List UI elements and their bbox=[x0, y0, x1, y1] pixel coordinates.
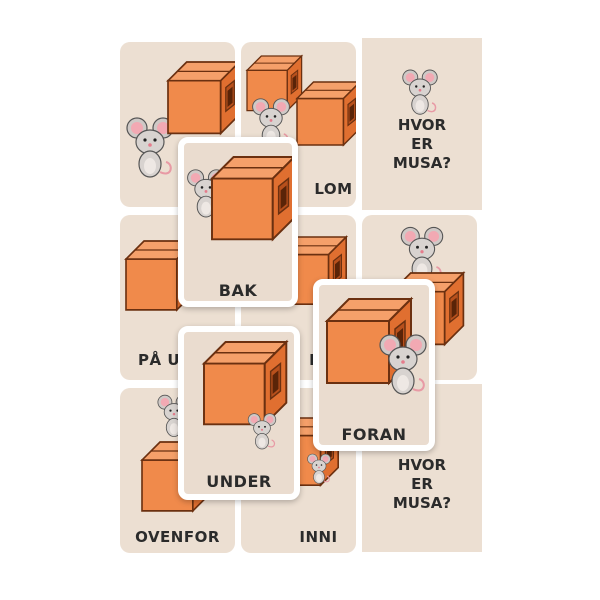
box-illustration bbox=[296, 81, 356, 146]
mouse-illustration bbox=[379, 334, 427, 395]
card-label: FORAN bbox=[341, 425, 407, 444]
box-illustration bbox=[167, 61, 235, 135]
mouse-illustration bbox=[402, 69, 438, 115]
box-illustration bbox=[141, 441, 212, 512]
card-label: OVENFOR bbox=[135, 528, 220, 546]
mouse-illustration bbox=[251, 98, 291, 147]
mouse-illustration bbox=[157, 394, 191, 438]
card-label: PÅ UT bbox=[138, 351, 191, 369]
mouse-illustration bbox=[126, 117, 174, 178]
mouse-illustration bbox=[307, 453, 331, 484]
card-bak[interactable]: BAK bbox=[178, 137, 298, 307]
box-illustration bbox=[211, 156, 292, 241]
box-illustration bbox=[203, 341, 288, 426]
card-label: BAK bbox=[218, 281, 258, 300]
box-illustration bbox=[326, 298, 412, 384]
mouse-illustration bbox=[186, 169, 226, 218]
box-illustration bbox=[125, 240, 196, 311]
card-label: INNI bbox=[299, 528, 338, 546]
card-label: UNDER bbox=[206, 472, 272, 491]
box-illustration bbox=[246, 55, 303, 112]
mouse-illustration bbox=[400, 226, 444, 282]
card-under[interactable]: UNDER bbox=[178, 326, 300, 500]
box-illustration bbox=[391, 272, 465, 346]
mouse-illustration bbox=[247, 413, 277, 450]
card-label: LOM bbox=[314, 180, 353, 198]
card-foran[interactable]: FORAN bbox=[313, 279, 435, 451]
